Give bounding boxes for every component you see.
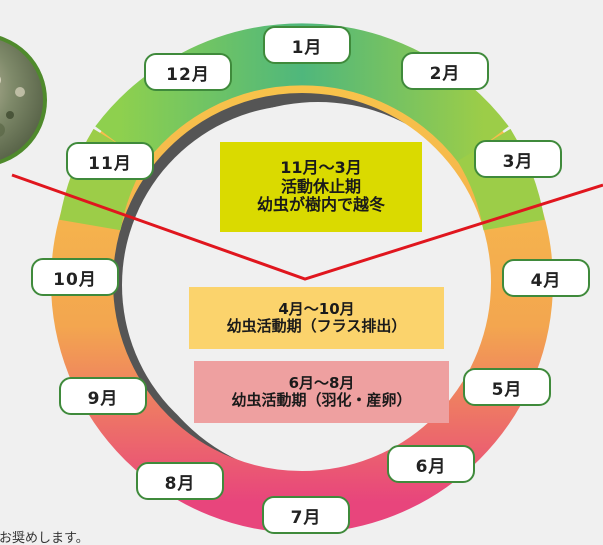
dormant-period-range: 11月〜3月	[280, 158, 362, 178]
month-3: 3月	[474, 140, 562, 178]
footnote-text: をお奨めします。	[0, 531, 89, 545]
larva-activity-label: 4月〜10月 幼虫活動期（フラス排出）	[189, 287, 444, 349]
month-1: 1月	[263, 26, 351, 64]
emergence-range: 6月〜8月	[288, 373, 355, 392]
month-4: 4月	[502, 259, 590, 297]
dormant-period-label: 11月〜3月 活動休止期 幼虫が樹内で越冬	[220, 142, 422, 232]
month-6: 6月	[387, 445, 475, 483]
month-9: 9月	[59, 377, 147, 415]
emergence-label: 6月〜8月 幼虫活動期（羽化・産卵）	[194, 361, 449, 423]
dormant-period-title: 活動休止期	[280, 176, 361, 196]
month-11: 11月	[66, 142, 154, 180]
month-10: 10月	[31, 258, 119, 296]
larva-activity-desc: 幼虫活動期（フラス排出）	[226, 317, 407, 335]
season-divider	[11, 173, 603, 281]
month-7: 7月	[262, 496, 350, 534]
month-5: 5月	[463, 368, 551, 406]
emergence-desc: 幼虫活動期（羽化・産卵）	[231, 391, 412, 409]
tree-photo	[0, 36, 47, 164]
month-12: 12月	[144, 53, 232, 91]
month-8: 8月	[136, 462, 224, 500]
larva-activity-range: 4月〜10月	[278, 299, 355, 318]
month-2: 2月	[401, 52, 489, 90]
dormant-period-desc: 幼虫が樹内で越冬	[256, 195, 385, 215]
